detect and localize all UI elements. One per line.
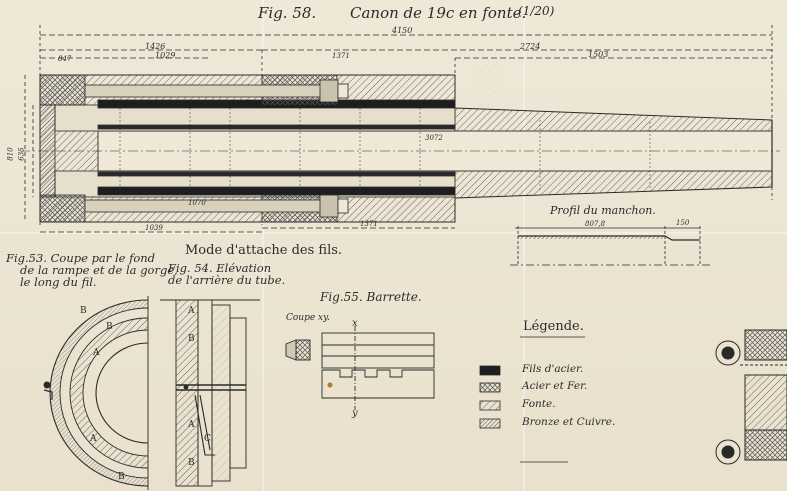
legend-item-fils: Fils d'acier. — [522, 363, 584, 375]
fig53-line2: de la rampe et de la gorge, — [20, 263, 178, 277]
fig54-letter-a1: A — [188, 306, 195, 316]
dim-1371-bottom: 1371 — [360, 220, 378, 228]
fig53-line1: Fig.53. Coupe par le fond — [6, 251, 156, 265]
legend-item-bronze: Bronze et Cuivre. — [522, 416, 616, 428]
fig55-coupe: Coupe xy. — [286, 313, 330, 323]
fig53-section — [43, 296, 149, 490]
fig58-scale: (1/20) — [518, 4, 555, 18]
dim-1371-top: 1371 — [332, 52, 350, 60]
fig54-letter-b1: B — [188, 334, 195, 344]
fig53-line3: le long du fil. — [20, 275, 97, 289]
fig54-elevation — [160, 299, 260, 487]
fig58-label: Fig. 58. — [258, 4, 317, 22]
paper-fold — [262, 0, 264, 491]
legend-item-acier: Acier et Fer. — [522, 380, 588, 392]
fig55-x: x — [352, 318, 358, 329]
dim-847: 847 — [58, 55, 72, 63]
fig53-letter-a2: A — [90, 434, 97, 444]
dim-2724: 2724 — [520, 42, 541, 51]
mode-title: Mode d'attache des fils. — [185, 243, 343, 258]
fig58-title: Canon de 19c en fonte. — [350, 4, 527, 22]
legend-title: Légende. — [523, 319, 584, 334]
fig54-caption: Fig. 54. Elévation de l'arrière du tube. — [168, 262, 285, 286]
partial-figure-right — [715, 329, 787, 465]
profil-dim2: 150 — [676, 219, 690, 227]
profil-title: Profil du manchon. — [550, 204, 656, 217]
fig54-line2: de l'arrière du tube. — [168, 273, 286, 287]
dim-1029: 1029 — [155, 51, 176, 60]
dim-1039: 1039 — [145, 224, 163, 232]
dim-1503: 1503 — [588, 50, 609, 59]
fig53-letter-b3: B — [118, 472, 125, 482]
paper-fold — [523, 0, 525, 491]
fig54-letter-c: C — [204, 434, 211, 444]
fig53-caption: Fig.53. Coupe par le fond de la rampe et… — [6, 252, 178, 288]
fig55-barrette — [285, 326, 435, 410]
fig58-cannon-section — [20, 25, 780, 233]
dim-3072: 3072 — [425, 134, 443, 142]
fig53-letter-b2: B — [106, 322, 113, 332]
ghost-show-through — [478, 62, 502, 114]
fig54-letter-a2: A — [188, 420, 195, 430]
fig55-y: y — [352, 408, 358, 419]
dim-810: 810 — [6, 147, 15, 161]
dim-635: 635 — [17, 147, 26, 161]
paper-fold — [0, 232, 787, 234]
fig53-letter-b1: B — [80, 306, 87, 316]
profil-dim1: 807,8 — [585, 220, 606, 228]
profil-manchon — [510, 226, 710, 266]
dim-overall: 4150 — [392, 26, 413, 35]
dim-1426: 1426 — [145, 42, 166, 51]
legend-swatches — [479, 336, 585, 463]
fig54-line1: Fig. 54. Elévation — [168, 261, 272, 275]
fig55-title: Fig.55. Barrette. — [320, 290, 422, 304]
fig53-letter-a1: A — [93, 348, 100, 358]
legend-item-fonte: Fonte. — [522, 398, 556, 410]
fig54-letter-b2: B — [188, 458, 195, 468]
dim-1070: 1070 — [188, 199, 206, 207]
